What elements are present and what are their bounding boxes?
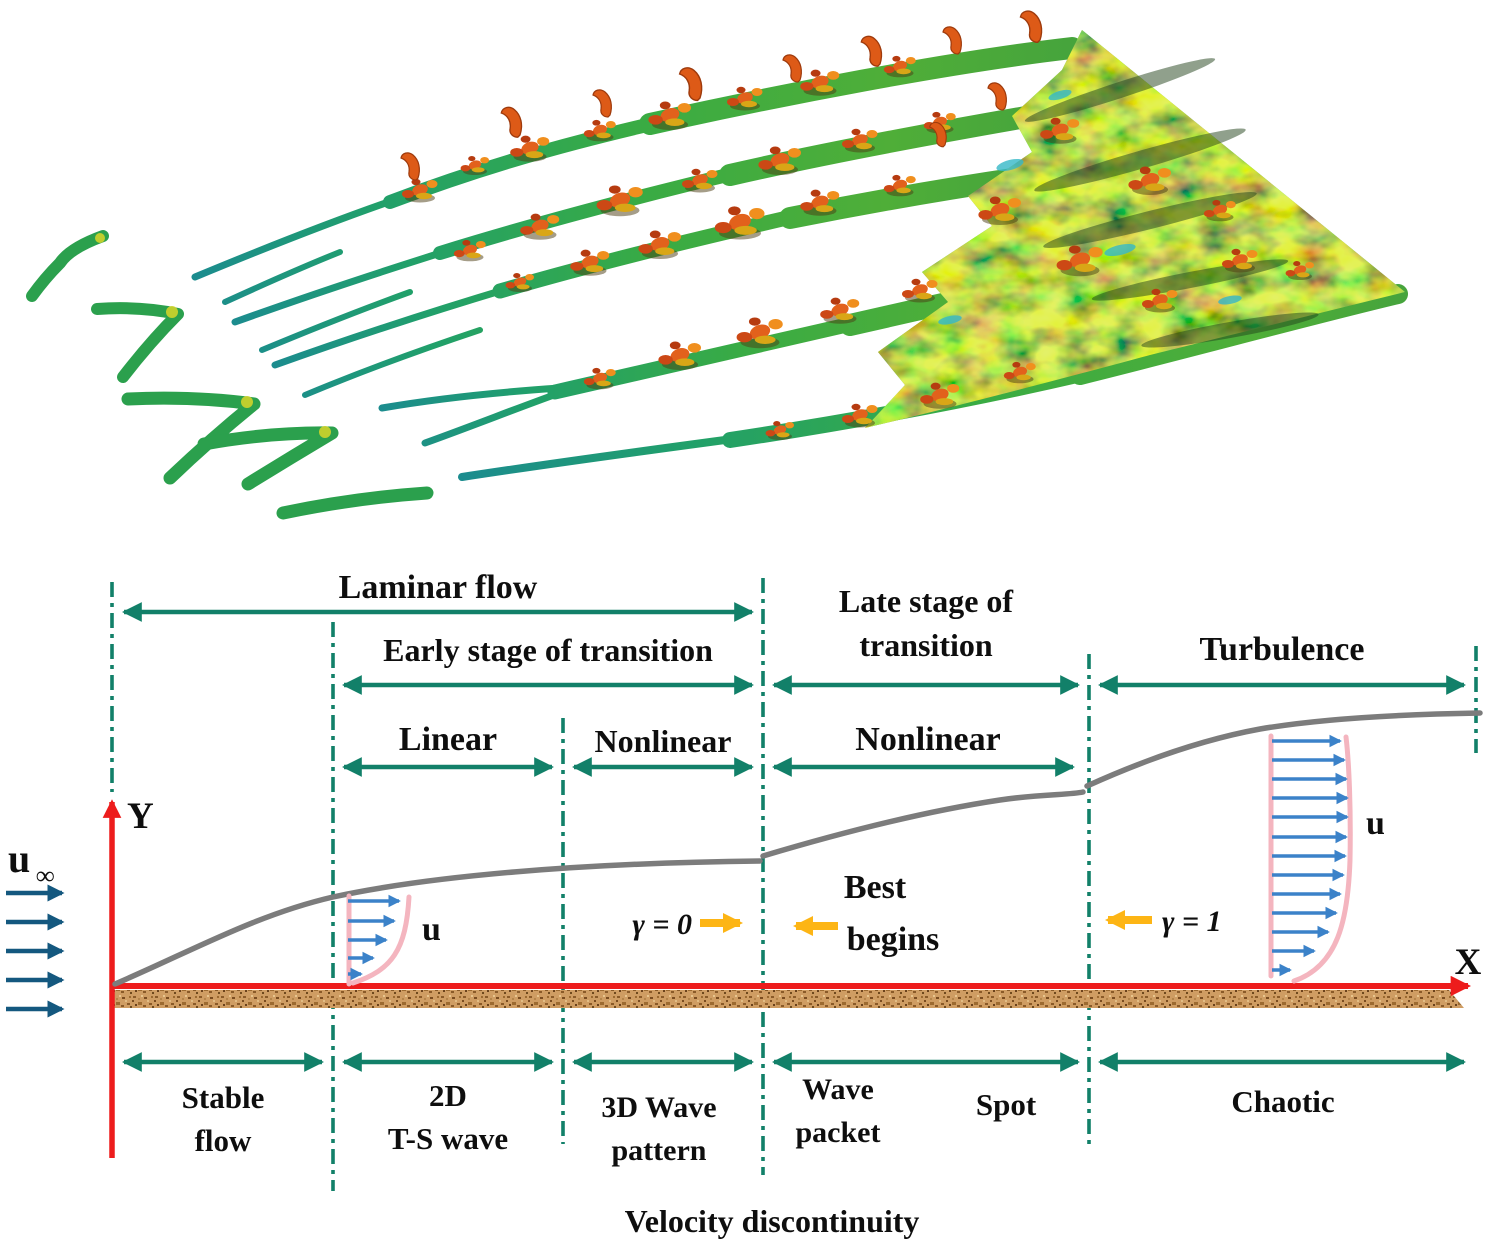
lambda-vortex	[91, 302, 184, 383]
best-begins-line1: Best	[844, 869, 907, 906]
label-late-stage-line1: Late stage of	[839, 583, 1014, 619]
label-packet-line1: Wave	[802, 1073, 874, 1106]
profile-arrows	[1272, 734, 1349, 977]
label-late-stage-line2: transition	[859, 627, 993, 663]
freestream-label-sub: ∞	[36, 861, 55, 890]
label-ts-line2: T-S wave	[388, 1121, 508, 1156]
lambda-vortex-tips	[95, 233, 331, 438]
label-laminar-flow: Laminar flow	[339, 569, 538, 606]
transition-diagram: Laminar flow Early stage of transition L…	[6, 569, 1483, 1239]
label-stable-line1: Stable	[182, 1080, 265, 1115]
stage-arrows	[122, 602, 1466, 777]
label-3d-line1: 3D Wave	[601, 1091, 716, 1124]
lambda-vortex	[197, 426, 339, 491]
region-dividers	[110, 578, 1478, 1191]
gamma-annotations	[700, 910, 1152, 936]
freestream-label: u	[8, 836, 30, 881]
hairpin-curls	[400, 10, 1043, 181]
label-stable-line2: flow	[195, 1123, 252, 1158]
profile-envelope	[1268, 733, 1353, 984]
boundary-layer-curve	[112, 710, 1483, 987]
label-3d-line2: pattern	[612, 1134, 707, 1167]
wall-ground	[113, 990, 1464, 1008]
u-laminar-label: u	[422, 911, 441, 948]
streak-fragment	[276, 486, 434, 520]
gamma-one-label: γ = 1	[1162, 905, 1222, 938]
u-turbulent-label: u	[1366, 805, 1385, 842]
label-linear: Linear	[399, 721, 497, 758]
wedge-dark-streaks	[1024, 58, 1319, 348]
profile-arrows	[348, 894, 401, 981]
dns-visualization	[26, 10, 1408, 520]
gamma-zero-label: γ = 0	[632, 908, 692, 941]
best-begins-line2: begins	[847, 921, 940, 958]
label-chaotic: Chaotic	[1231, 1084, 1334, 1119]
label-spot: Spot	[976, 1087, 1037, 1122]
label-nonlinear-early: Nonlinear	[595, 723, 732, 759]
label-turbulence: Turbulence	[1199, 631, 1364, 668]
wedge-cyan-glints	[938, 89, 1242, 325]
label-ts-line1: 2D	[429, 1078, 467, 1113]
turbulent-wedge	[865, 30, 1405, 428]
lambda-vortex	[26, 230, 109, 302]
velocity-profile-laminar	[346, 893, 412, 987]
freestream-arrows	[6, 884, 65, 1018]
velocity-profile-turbulent	[1268, 733, 1353, 984]
lambda-vortices	[26, 230, 434, 520]
label-nonlinear-late: Nonlinear	[855, 721, 1000, 758]
label-packet-line2: packet	[796, 1116, 881, 1149]
label-early-stage: Early stage of transition	[383, 632, 713, 668]
x-axis-label: X	[1455, 942, 1482, 983]
y-axis-label: Y	[127, 796, 154, 837]
caption-velocity-discontinuity: Velocity discontinuity	[625, 1203, 920, 1239]
